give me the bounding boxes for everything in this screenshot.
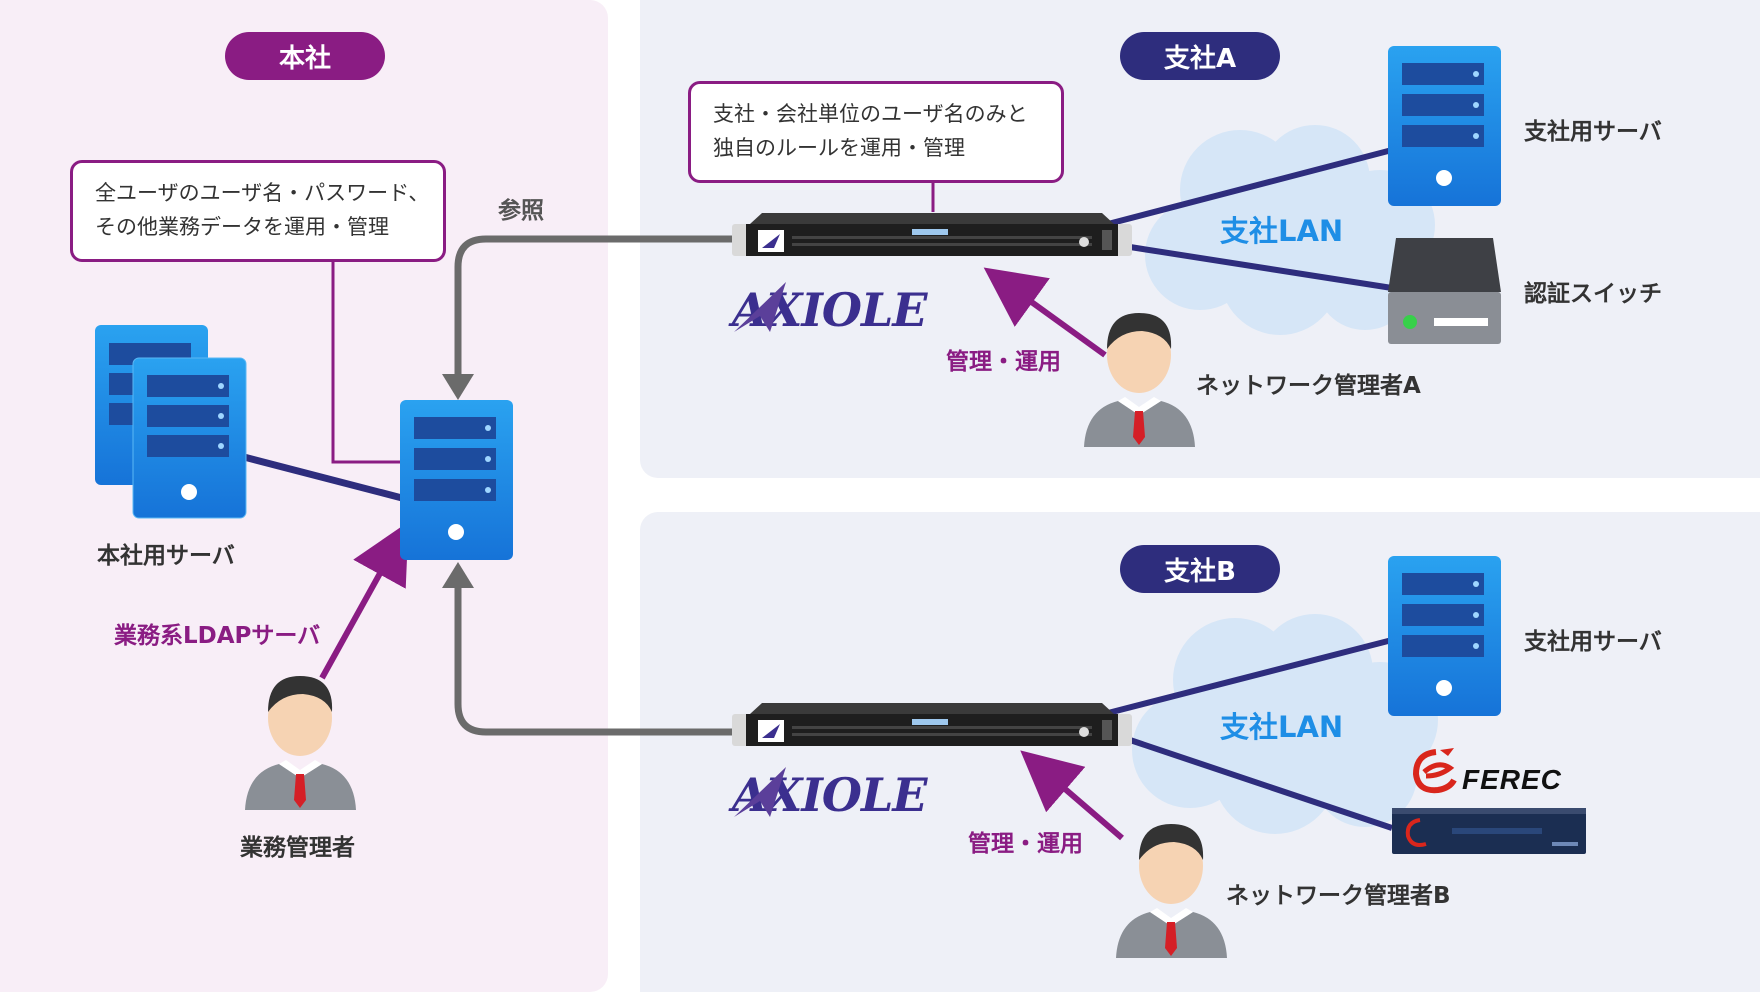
branch-b-server-icon [1388, 556, 1501, 716]
ref-connector-b [454, 586, 740, 736]
branch-a-server-icon [1388, 46, 1501, 206]
ferec-logo: FEREC [1462, 764, 1562, 795]
branch-b-title: 支社B [1120, 545, 1280, 593]
ref-connector-a [454, 235, 740, 376]
branch-a-title: 支社A [1120, 32, 1280, 80]
ref-label: 参照 [498, 198, 544, 224]
axiole-logo-mark-icon [734, 767, 786, 817]
axiole-appliance-icon [732, 213, 1132, 256]
ferec-logo-mark-icon [1412, 748, 1457, 794]
branch-a-note-line1: 支社・会社単位のユーザ名のみと [713, 102, 1028, 126]
business-admin-label: 業務管理者 [240, 835, 355, 861]
hq-title: 本社 [225, 32, 385, 80]
hq-server-label: 本社用サーバ [97, 543, 235, 569]
ferec-device-icon [1392, 808, 1586, 854]
auth-switch-icon [1388, 238, 1501, 344]
branch-a-lan-label: 支社LAN [1220, 214, 1344, 248]
ldap-server-icon [400, 400, 513, 560]
network-admin-a-icon [1084, 313, 1195, 447]
branch-a-note-line2: 独自のルールを運用・管理 [713, 136, 965, 160]
branch-a-server-link [1107, 147, 1393, 227]
auth-switch-label: 認証スイッチ [1524, 281, 1662, 307]
axiole-logo-mark-icon [734, 282, 786, 332]
branch-a-server-label: 支社用サーバ [1524, 119, 1662, 145]
hq-note: 全ユーザのユーザ名・パスワード、 その他業務データを運用・管理 [70, 160, 446, 262]
branch-b-server-label: 支社用サーバ [1524, 629, 1662, 655]
branch-b-server-link [1107, 637, 1393, 716]
business-admin-icon [245, 676, 356, 810]
hq-server-icon [95, 325, 247, 519]
branch-b-ferec-link [1129, 737, 1393, 831]
business-admin-arrow [319, 521, 409, 680]
axiole-appliance-icon [732, 703, 1132, 746]
branch-a-switch-link [1129, 244, 1393, 291]
admin-b-arrow [1020, 750, 1124, 841]
hq-callout-leader [331, 260, 404, 464]
hq-server-link [243, 453, 403, 502]
network-admin-b-label: ネットワーク管理者B [1226, 883, 1451, 909]
network-admin-a-label: ネットワーク管理者A [1196, 373, 1421, 399]
branch-b-lan-label: 支社LAN [1220, 710, 1344, 744]
admin-a-arrow [983, 267, 1107, 358]
hq-note-line2: その他業務データを運用・管理 [95, 215, 389, 239]
network-admin-b-icon [1116, 824, 1227, 958]
ldap-label: 業務系LDAPサーバ [114, 623, 321, 649]
hq-note-line1: 全ユーザのユーザ名・パスワード、 [95, 181, 430, 205]
branch-a-manage-label: 管理・運用 [946, 349, 1061, 375]
branch-b-manage-label: 管理・運用 [968, 831, 1083, 857]
branch-a-note: 支社・会社単位のユーザ名のみと 独自のルールを運用・管理 [688, 81, 1064, 183]
